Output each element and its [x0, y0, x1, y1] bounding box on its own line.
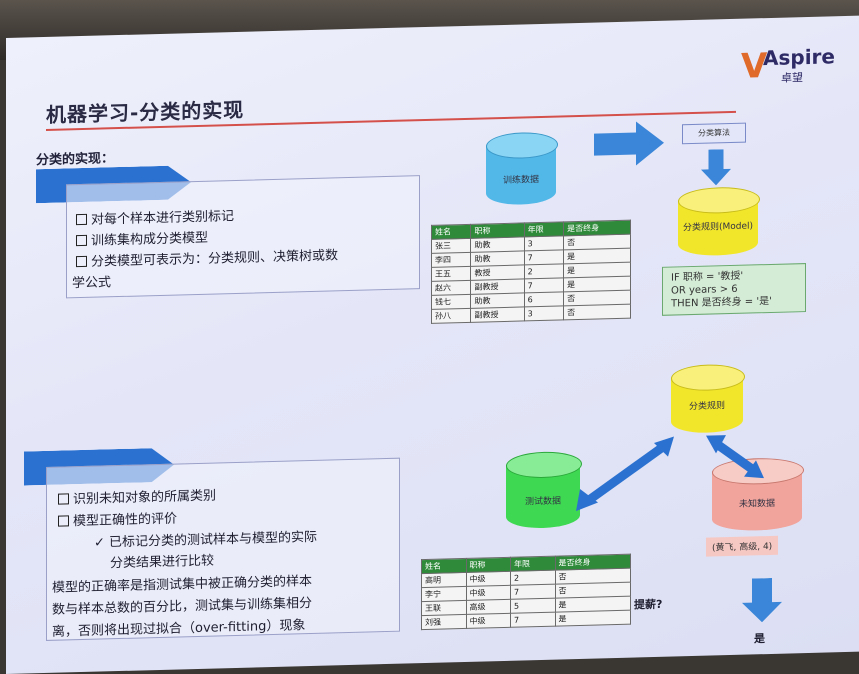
rule-box: IF 职称 = '教授' OR years > 6 THEN 是否终身 = '是… — [662, 263, 806, 316]
cell: 中级 — [466, 613, 511, 629]
cell: 副教授 — [470, 278, 525, 295]
cell: 助教 — [470, 250, 525, 267]
table-header: 年限 — [524, 221, 564, 237]
cell: 中级 — [466, 585, 511, 601]
cell: 2 — [510, 570, 555, 586]
checkbox-icon — [76, 234, 87, 247]
model-cylinder: 分类规则(Model) — [678, 186, 760, 260]
cell: 7 — [510, 584, 555, 600]
cell: 7 — [524, 249, 564, 265]
cell: 教授 — [470, 264, 525, 281]
cell: 否 — [563, 304, 631, 320]
training-data-cylinder: 训练数据 — [486, 131, 558, 212]
model-label: 分类规则(Model) — [682, 221, 754, 234]
down-arrow-icon-2 — [742, 578, 782, 623]
question-label: 提薪? — [634, 597, 663, 612]
arrow-head-icon — [706, 435, 726, 454]
section1-heading: 分类的实现： — [36, 151, 115, 169]
table-header: 职称 — [466, 557, 511, 573]
cell: 赵六 — [431, 280, 471, 296]
classifier-box: 分类算法 — [682, 122, 746, 145]
table-header: 职称 — [470, 222, 525, 239]
cell: 中级 — [466, 571, 511, 587]
section1-item-text: 训练集构成分类模型 — [91, 230, 209, 249]
cell: 钱七 — [431, 294, 471, 310]
section1-item-cont: 学公式 — [72, 275, 112, 292]
answer-label: 是 — [754, 632, 765, 646]
arrow-head-icon — [654, 436, 674, 457]
cell: 3 — [524, 235, 564, 251]
cell: 高级 — [466, 599, 511, 615]
cell: 孙八 — [431, 308, 471, 324]
cell: 王联 — [421, 600, 466, 616]
cell: 高明 — [421, 572, 466, 588]
cell: 3 — [524, 305, 564, 321]
cell: 6 — [524, 291, 564, 307]
table-header: 姓名 — [431, 224, 471, 240]
cell: 助教 — [470, 292, 525, 309]
bidirectional-arrow-icon — [713, 439, 757, 475]
rule-line: THEN 是否终身 = '是' — [671, 295, 772, 310]
cell: 5 — [510, 598, 555, 614]
connector-arrows — [576, 435, 764, 512]
cell: 刘强 — [421, 614, 466, 630]
cell: 王五 — [431, 266, 471, 282]
double-arrow-icon — [585, 441, 669, 505]
cell: 张三 — [431, 238, 471, 254]
projected-slide: V Aspire 卓望 机器学习-分类的实现 分类的实现： 对每个样本进行类别标… — [6, 15, 859, 674]
unknown-value: (黄飞, 高级, 4) — [706, 535, 779, 557]
checkbox-icon — [76, 255, 87, 268]
arrow-head-icon — [744, 460, 764, 479]
cell: 副教授 — [470, 306, 525, 323]
table-header: 姓名 — [421, 558, 466, 574]
cell: 7 — [510, 612, 555, 628]
cell: 7 — [524, 277, 564, 293]
arrow-head-icon — [576, 488, 598, 512]
table-header: 年限 — [510, 556, 555, 572]
section2-item-text: 模型正确性的评价 — [73, 511, 178, 530]
logo-subtitle: 卓望 — [781, 71, 803, 85]
cell: 2 — [524, 263, 564, 279]
checkbox-icon — [76, 213, 87, 226]
right-arrow-icon — [594, 121, 664, 167]
slide-title: 机器学习-分类的实现 — [46, 97, 245, 127]
cell: 李四 — [431, 252, 471, 268]
section2-item: 模型正确性的评价 — [58, 508, 177, 530]
logo-name: Aspire — [763, 44, 835, 71]
checkbox-icon — [58, 515, 69, 527]
cell: 李宁 — [421, 586, 466, 602]
checkbox-icon — [58, 493, 69, 505]
model-label-2: 分类规则 — [688, 401, 725, 413]
section2-subitem-cont: 分类结果进行比较 — [110, 553, 215, 572]
down-arrow-icon — [701, 149, 731, 186]
cell: 是 — [555, 610, 631, 627]
section1-item: 训练集构成分类模型 — [76, 227, 208, 249]
check-icon: ✓ — [94, 535, 110, 551]
training-data-label: 训练数据 — [502, 175, 539, 186]
cell: 助教 — [470, 236, 525, 253]
company-logo: V Aspire 卓望 — [741, 40, 851, 91]
